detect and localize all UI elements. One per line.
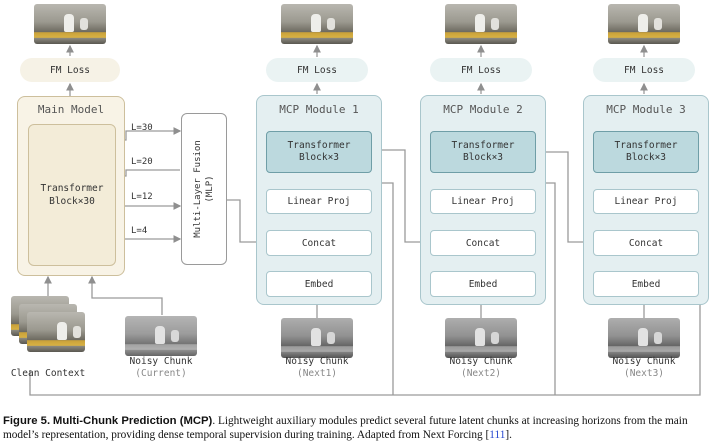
noisy-chunk-next1-title: Noisy Chunk — [285, 356, 349, 367]
main-model-title: Main Model — [37, 103, 105, 116]
caption-reference-link[interactable]: 111 — [489, 429, 506, 441]
main-transformer-line1: Transformer — [40, 183, 104, 194]
main-transformer-block: Transformer Block×30 — [28, 124, 116, 266]
noisy-chunk-next3-frame — [608, 318, 680, 358]
fusion-label-line2: (MLP) — [205, 175, 215, 203]
main-model-box: Main Model Transformer Block×30 — [17, 96, 125, 276]
noisy-chunk-next3-sub: (Next3) — [623, 368, 665, 379]
mcp-module-1-transformer-line1: Transformer — [287, 140, 351, 151]
target-frame-next2 — [445, 4, 517, 44]
target-frame-main — [34, 4, 106, 44]
noisy-chunk-next2-sub: (Next2) — [460, 368, 502, 379]
noisy-chunk-next2-frame — [445, 318, 517, 358]
mcp-module-1-concat: Concat — [266, 230, 372, 256]
fm-loss-module-3: FM Loss — [593, 58, 695, 82]
mcp-module-1-title: MCP Module 1 — [279, 103, 359, 116]
mcp-module-2-transformer-line2: Block×3 — [462, 152, 504, 163]
noisy-chunk-next1-frame — [281, 318, 353, 358]
noisy-chunk-next1-sub: (Next1) — [296, 368, 338, 379]
mcp-module-3-transformer: Transformer Block×3 — [593, 131, 699, 173]
noisy-chunk-next2-label: Noisy Chunk (Next2) — [435, 356, 527, 380]
multi-layer-fusion-box: Multi-Layer Fusion (MLP) — [181, 113, 227, 265]
mcp-module-3-concat: Concat — [593, 230, 699, 256]
mcp-module-2-title: MCP Module 2 — [443, 103, 523, 116]
mcp-module-3-linear-proj: Linear Proj — [593, 189, 699, 214]
layer-label-4: L=4 — [131, 226, 148, 236]
mcp-module-3-transformer-line1: Transformer — [614, 140, 678, 151]
mcp-module-1-embed: Embed — [266, 271, 372, 297]
layer-label-12: L=12 — [131, 192, 153, 202]
noisy-chunk-current-sub: (Current) — [135, 368, 187, 379]
target-frame-next1 — [281, 4, 353, 44]
layer-label-20: L=20 — [131, 157, 153, 167]
main-transformer-line2: Block×30 — [49, 196, 95, 207]
caption-figure-number: Figure 5. — [3, 415, 51, 427]
target-frame-next3 — [608, 4, 680, 44]
caption-text: . Lightweight auxiliary modules predict … — [3, 415, 688, 441]
noisy-chunk-next2-title: Noisy Chunk — [449, 356, 513, 367]
mcp-module-2-transformer: Transformer Block×3 — [430, 131, 536, 173]
noisy-chunk-next3-label: Noisy Chunk (Next3) — [598, 356, 690, 380]
mcp-module-3-embed: Embed — [593, 271, 699, 297]
fm-loss-main: FM Loss — [20, 58, 120, 82]
mcp-diagram: FM Loss FM Loss FM Loss FM Loss Main Mod… — [10, 4, 709, 396]
layer-label-30: L=30 — [131, 123, 153, 133]
figure-caption: Figure 5. Multi-Chunk Prediction (MCP). … — [3, 414, 707, 442]
mcp-module-3-transformer-line2: Block×3 — [625, 152, 667, 163]
noisy-chunk-current-frame — [125, 316, 197, 356]
mcp-module-1-transformer-line2: Block×3 — [298, 152, 340, 163]
clean-context-label: Clean Context — [10, 368, 86, 379]
mcp-module-1-transformer: Transformer Block×3 — [266, 131, 372, 173]
fm-loss-module-2: FM Loss — [430, 58, 532, 82]
noisy-chunk-current-title: Noisy Chunk — [129, 356, 193, 367]
noisy-chunk-next1-label: Noisy Chunk (Next1) — [271, 356, 363, 380]
caption-text-end: ]. — [505, 429, 512, 441]
fusion-label: Multi-Layer Fusion (MLP) — [192, 140, 216, 238]
fm-loss-module-1: FM Loss — [266, 58, 368, 82]
mcp-module-2-linear-proj: Linear Proj — [430, 189, 536, 214]
mcp-module-1-linear-proj: Linear Proj — [266, 189, 372, 214]
mcp-module-2-concat: Concat — [430, 230, 536, 256]
mcp-module-2-transformer-line1: Transformer — [451, 140, 515, 151]
noisy-chunk-current-label: Noisy Chunk (Current) — [115, 356, 207, 380]
fusion-label-line1: Multi-Layer Fusion — [193, 140, 203, 238]
noisy-chunk-next3-title: Noisy Chunk — [612, 356, 676, 367]
caption-title: Multi-Chunk Prediction (MCP) — [52, 415, 213, 427]
mcp-module-3-title: MCP Module 3 — [606, 103, 686, 116]
clean-context-frame-3 — [27, 312, 85, 352]
mcp-module-2-embed: Embed — [430, 271, 536, 297]
